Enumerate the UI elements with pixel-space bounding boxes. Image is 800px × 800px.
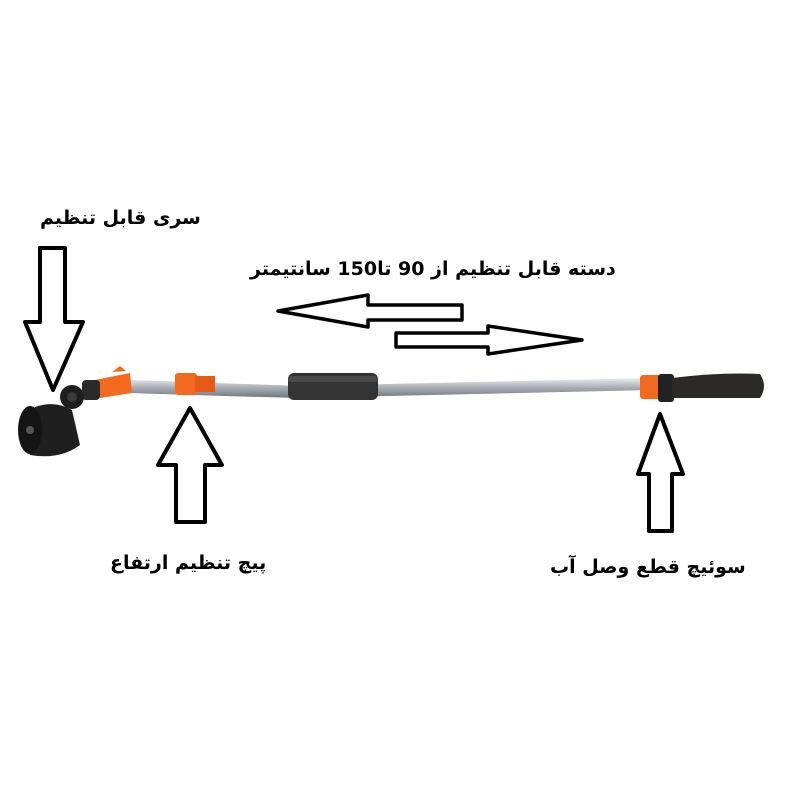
label-height-adjust-screw: پیچ تنظیم ارتفاع — [110, 552, 267, 574]
left-arrow-icon — [276, 293, 464, 329]
label-adjustable-handle: دسته قابل تنظیم از 90 تا150 سانتیمتر — [250, 258, 616, 280]
foam-grip — [288, 373, 378, 400]
water-switch-handle — [640, 373, 764, 402]
down-arrow-icon — [23, 246, 85, 392]
telescopic-shaft — [130, 378, 650, 398]
up-arrow-icon — [156, 406, 224, 524]
up-arrow-icon — [636, 412, 685, 533]
label-adjustable-head: سری قابل تنظیم — [40, 207, 201, 229]
right-arrow-icon — [394, 324, 584, 356]
spray-head — [18, 366, 132, 457]
label-water-switch: سوئیچ قطع وصل آب — [550, 556, 746, 578]
height-adjust-collar — [175, 373, 215, 395]
